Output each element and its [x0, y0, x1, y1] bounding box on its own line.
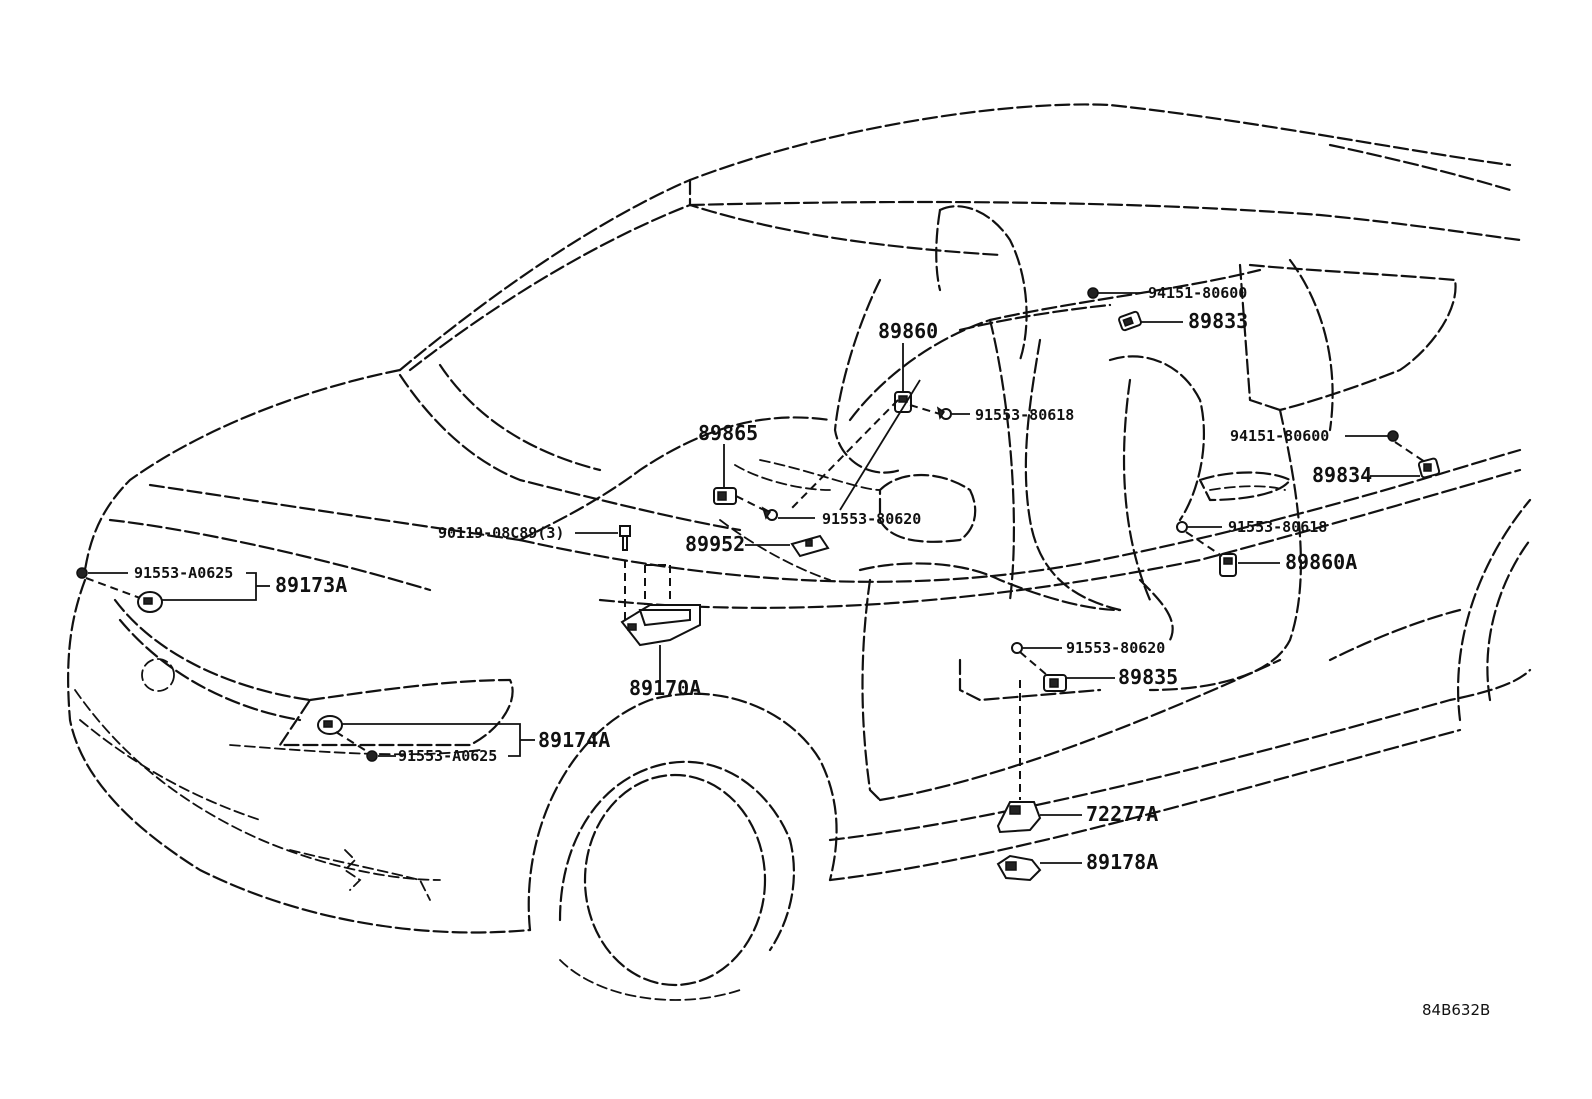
label-91553-80620-mid: 91553-80620	[822, 510, 921, 528]
label-89834: 89834	[1312, 463, 1372, 487]
label-91553-A0625-low: 91553-A0625	[398, 747, 497, 765]
label-89178A: 89178A	[1086, 850, 1158, 874]
label-94151-80600-right: 94151-80600	[1230, 427, 1329, 445]
label-89173A: 89173A	[275, 573, 347, 597]
label-90119-08C89: 90119-08C89(3)	[438, 524, 564, 542]
label-94151-80600-top: 94151-80600	[1148, 284, 1247, 302]
label-91553-80618-right: 91553-80618	[1228, 518, 1327, 536]
label-91553-A0625-left: 91553-A0625	[134, 564, 233, 582]
label-89833: 89833	[1188, 309, 1248, 333]
label-89170A: 89170A	[629, 676, 701, 700]
label-89865: 89865	[698, 421, 758, 445]
label-89860: 89860	[878, 319, 938, 343]
label-91553-80620-low: 91553-80620	[1066, 639, 1165, 657]
diagram-code: 84B632B	[1422, 1001, 1490, 1019]
label-89174A: 89174A	[538, 728, 610, 752]
label-72277A: 72277A	[1086, 802, 1158, 826]
label-89952: 89952	[685, 532, 745, 556]
label-89835: 89835	[1118, 665, 1178, 689]
label-89860A: 89860A	[1285, 550, 1357, 574]
label-91553-80618-top: 91553-80618	[975, 406, 1074, 424]
